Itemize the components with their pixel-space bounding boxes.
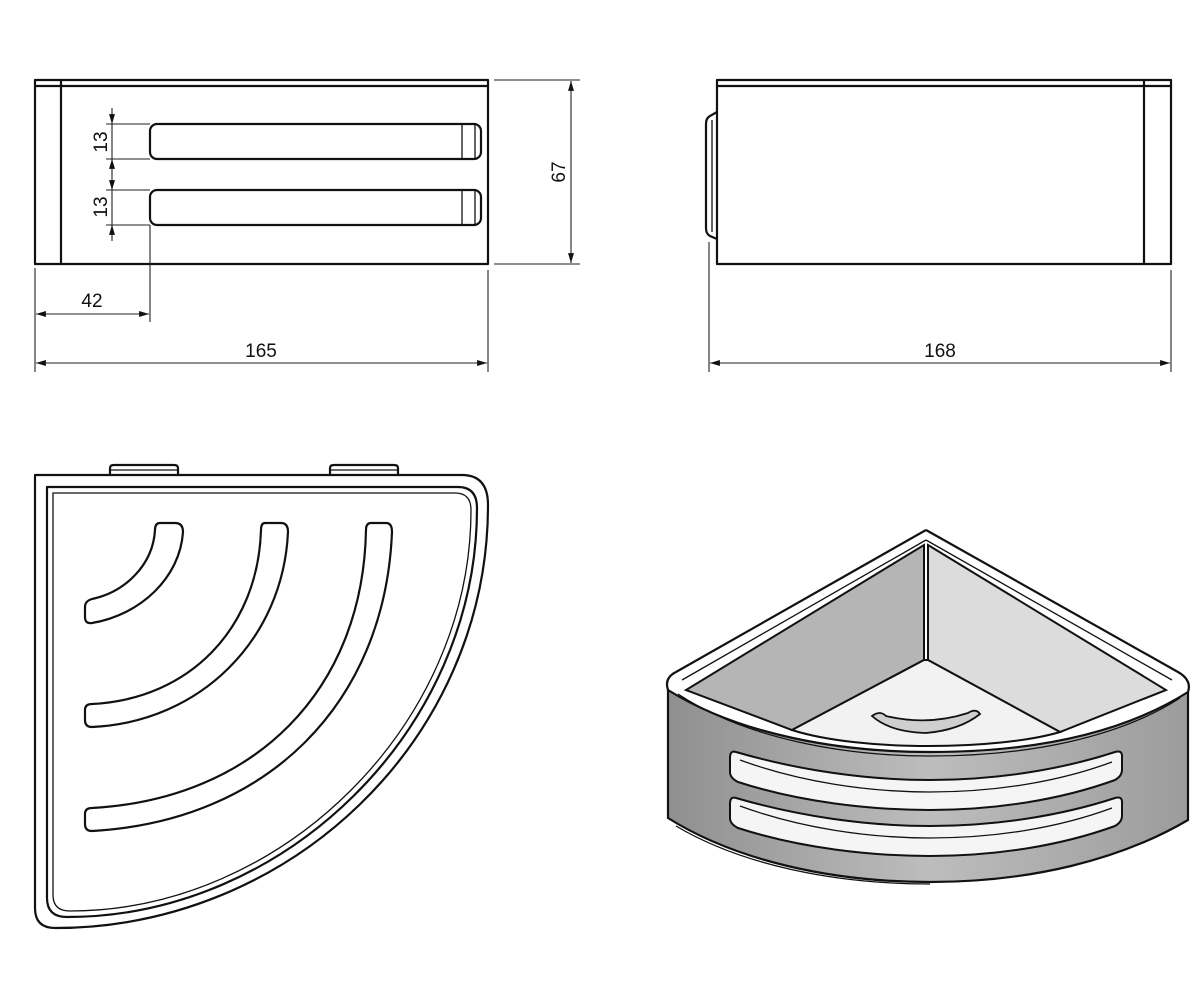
side-view: 168 xyxy=(704,78,1173,372)
front-slot-upper-clip xyxy=(461,123,476,160)
iso-band-slot-lower xyxy=(729,796,1123,858)
dim-slot-height-1: 13 xyxy=(91,131,112,152)
top-view xyxy=(33,463,490,930)
dim-height: 67 xyxy=(549,161,570,182)
dim-slot-offset: 42 xyxy=(81,291,102,312)
front-slot-lower xyxy=(148,188,483,227)
top-view-mount-tab-right xyxy=(328,463,400,475)
front-slot-lower-clip xyxy=(461,189,476,226)
top-view-outline xyxy=(33,473,490,930)
iso-band-slot-upper xyxy=(729,750,1123,812)
dim-slot-height-2: 13 xyxy=(91,196,112,217)
dim-width: 165 xyxy=(245,341,277,362)
top-view-rim-inner xyxy=(52,492,472,912)
side-view-body xyxy=(715,78,1173,266)
front-slot-upper xyxy=(148,122,483,161)
top-view-slot-medium xyxy=(83,521,290,729)
isometric-view xyxy=(665,529,1190,885)
front-view-body xyxy=(33,78,490,266)
top-view-mount-tab-left xyxy=(108,463,180,475)
top-view-slot-large xyxy=(83,521,394,833)
iso-floor xyxy=(789,659,1063,747)
dim-depth: 168 xyxy=(924,341,956,362)
top-view-slot-small xyxy=(83,521,185,625)
front-view: 13 13 67 42 165 xyxy=(33,78,580,372)
side-view-wall-clip xyxy=(704,111,718,241)
top-view-rim xyxy=(45,485,479,919)
iso-floor-slot xyxy=(870,709,982,734)
